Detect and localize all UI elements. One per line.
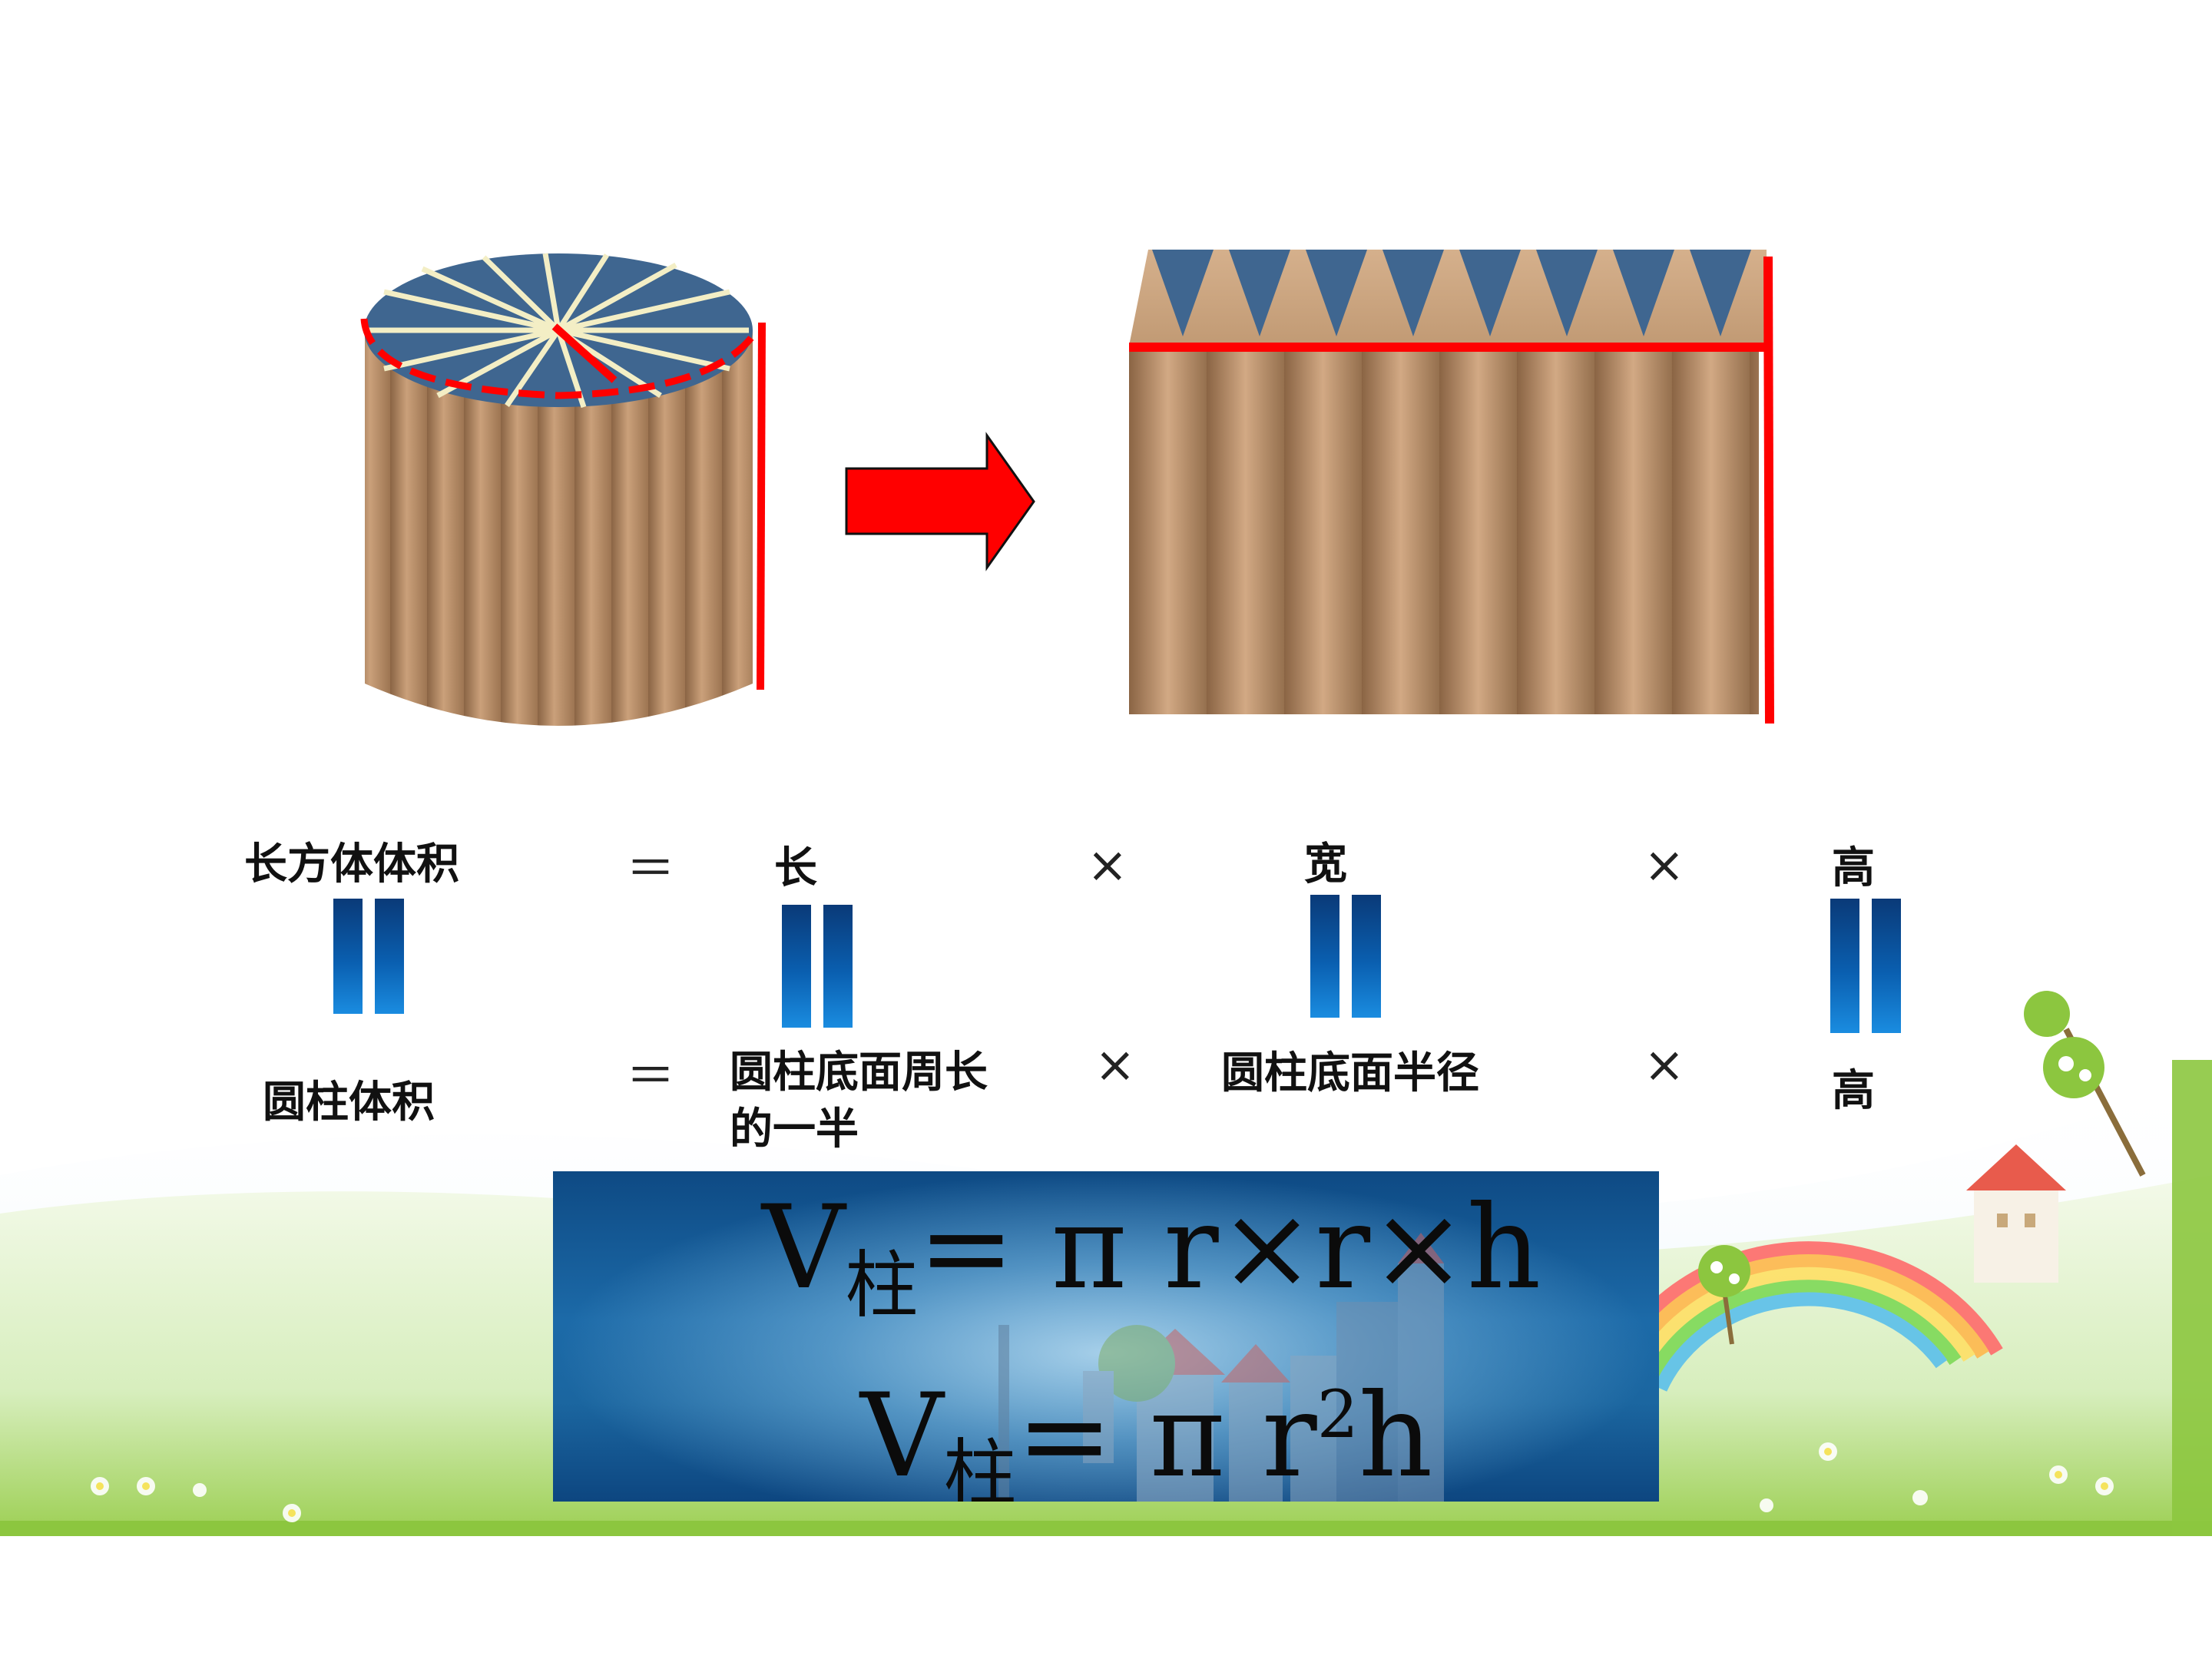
formula-2-body-b: h <box>1358 1369 1433 1502</box>
formula-line-1: V柱= π r×r×h <box>762 1190 1541 1323</box>
town-illustration <box>998 1233 1444 1502</box>
formula-2-body-a: = π r <box>1016 1369 1317 1502</box>
volume-symbol-2: V <box>860 1369 944 1502</box>
equivalence-bar-4 <box>1830 899 1901 1033</box>
cylinder-diagram <box>360 253 766 726</box>
formula-1-body: = π r×r×h <box>918 1181 1541 1315</box>
equivalence-bar-3 <box>1310 895 1381 1018</box>
equivalence-bar-1 <box>333 899 404 1014</box>
cylinder-volume-label: 圆柱体积 <box>263 1078 435 1128</box>
equals-sign-2: ＝ <box>626 1048 675 1105</box>
volume-subscript-1: 柱 <box>845 1243 919 1328</box>
length-label: 长 <box>774 843 817 893</box>
times-sign-4: × <box>1644 1037 1685 1094</box>
right-arrow-icon <box>845 432 1035 571</box>
cuboid-volume-label: 长方体体积 <box>244 839 459 889</box>
equals-sign-1: ＝ <box>626 841 675 898</box>
height-label-2: 高 <box>1832 1066 1875 1116</box>
exponent-2: 2 <box>1316 1377 1359 1453</box>
cuboid-diagram <box>1129 250 1774 724</box>
volume-symbol-1: V <box>762 1181 846 1315</box>
height-label: 高 <box>1832 843 1875 893</box>
formula-line-2: V柱= π r2h <box>860 1377 1432 1502</box>
half-circumference-label: 圆柱底面周长的一半 <box>730 1048 988 1154</box>
times-sign-2: × <box>1644 837 1685 894</box>
width-label: 宽 <box>1304 839 1347 889</box>
formula-panel: V柱= π r×r×h V柱= π r2h <box>553 1171 1659 1502</box>
equivalence-bar-2 <box>782 905 853 1028</box>
base-radius-label: 圆柱底面半径 <box>1221 1048 1479 1098</box>
times-sign-1: × <box>1087 837 1128 894</box>
volume-subscript-2: 柱 <box>943 1432 1017 1502</box>
times-sign-3: × <box>1094 1037 1136 1094</box>
